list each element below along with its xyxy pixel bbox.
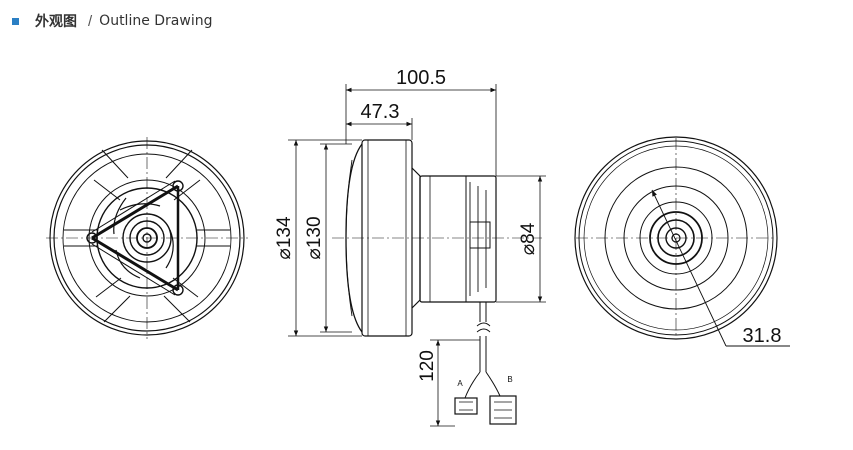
title-chinese: 外观图 xyxy=(35,14,77,30)
dim-length-body: 47.3 xyxy=(361,101,400,123)
dim-length-total: 100.5 xyxy=(396,67,446,89)
connector-a-label: A xyxy=(457,379,463,388)
side-view xyxy=(332,139,542,425)
dim-lead-length: 120 xyxy=(417,350,438,382)
dim-diameter-outer: ⌀134 xyxy=(274,216,295,260)
rear-view xyxy=(574,136,790,347)
dim-diameter-rear: ⌀84 xyxy=(518,222,539,255)
section-header: 外观图 / Outline Drawing xyxy=(12,9,212,33)
front-view xyxy=(46,137,248,339)
dim-radius: 31.8 xyxy=(743,325,782,347)
dimension-lines xyxy=(288,84,546,427)
dim-diameter-body: ⌀130 xyxy=(304,216,325,259)
title-separator: / xyxy=(88,12,93,30)
square-bullet-icon xyxy=(12,17,19,25)
title-english: Outline Drawing xyxy=(99,13,213,29)
connector-b-label: B xyxy=(507,375,512,384)
